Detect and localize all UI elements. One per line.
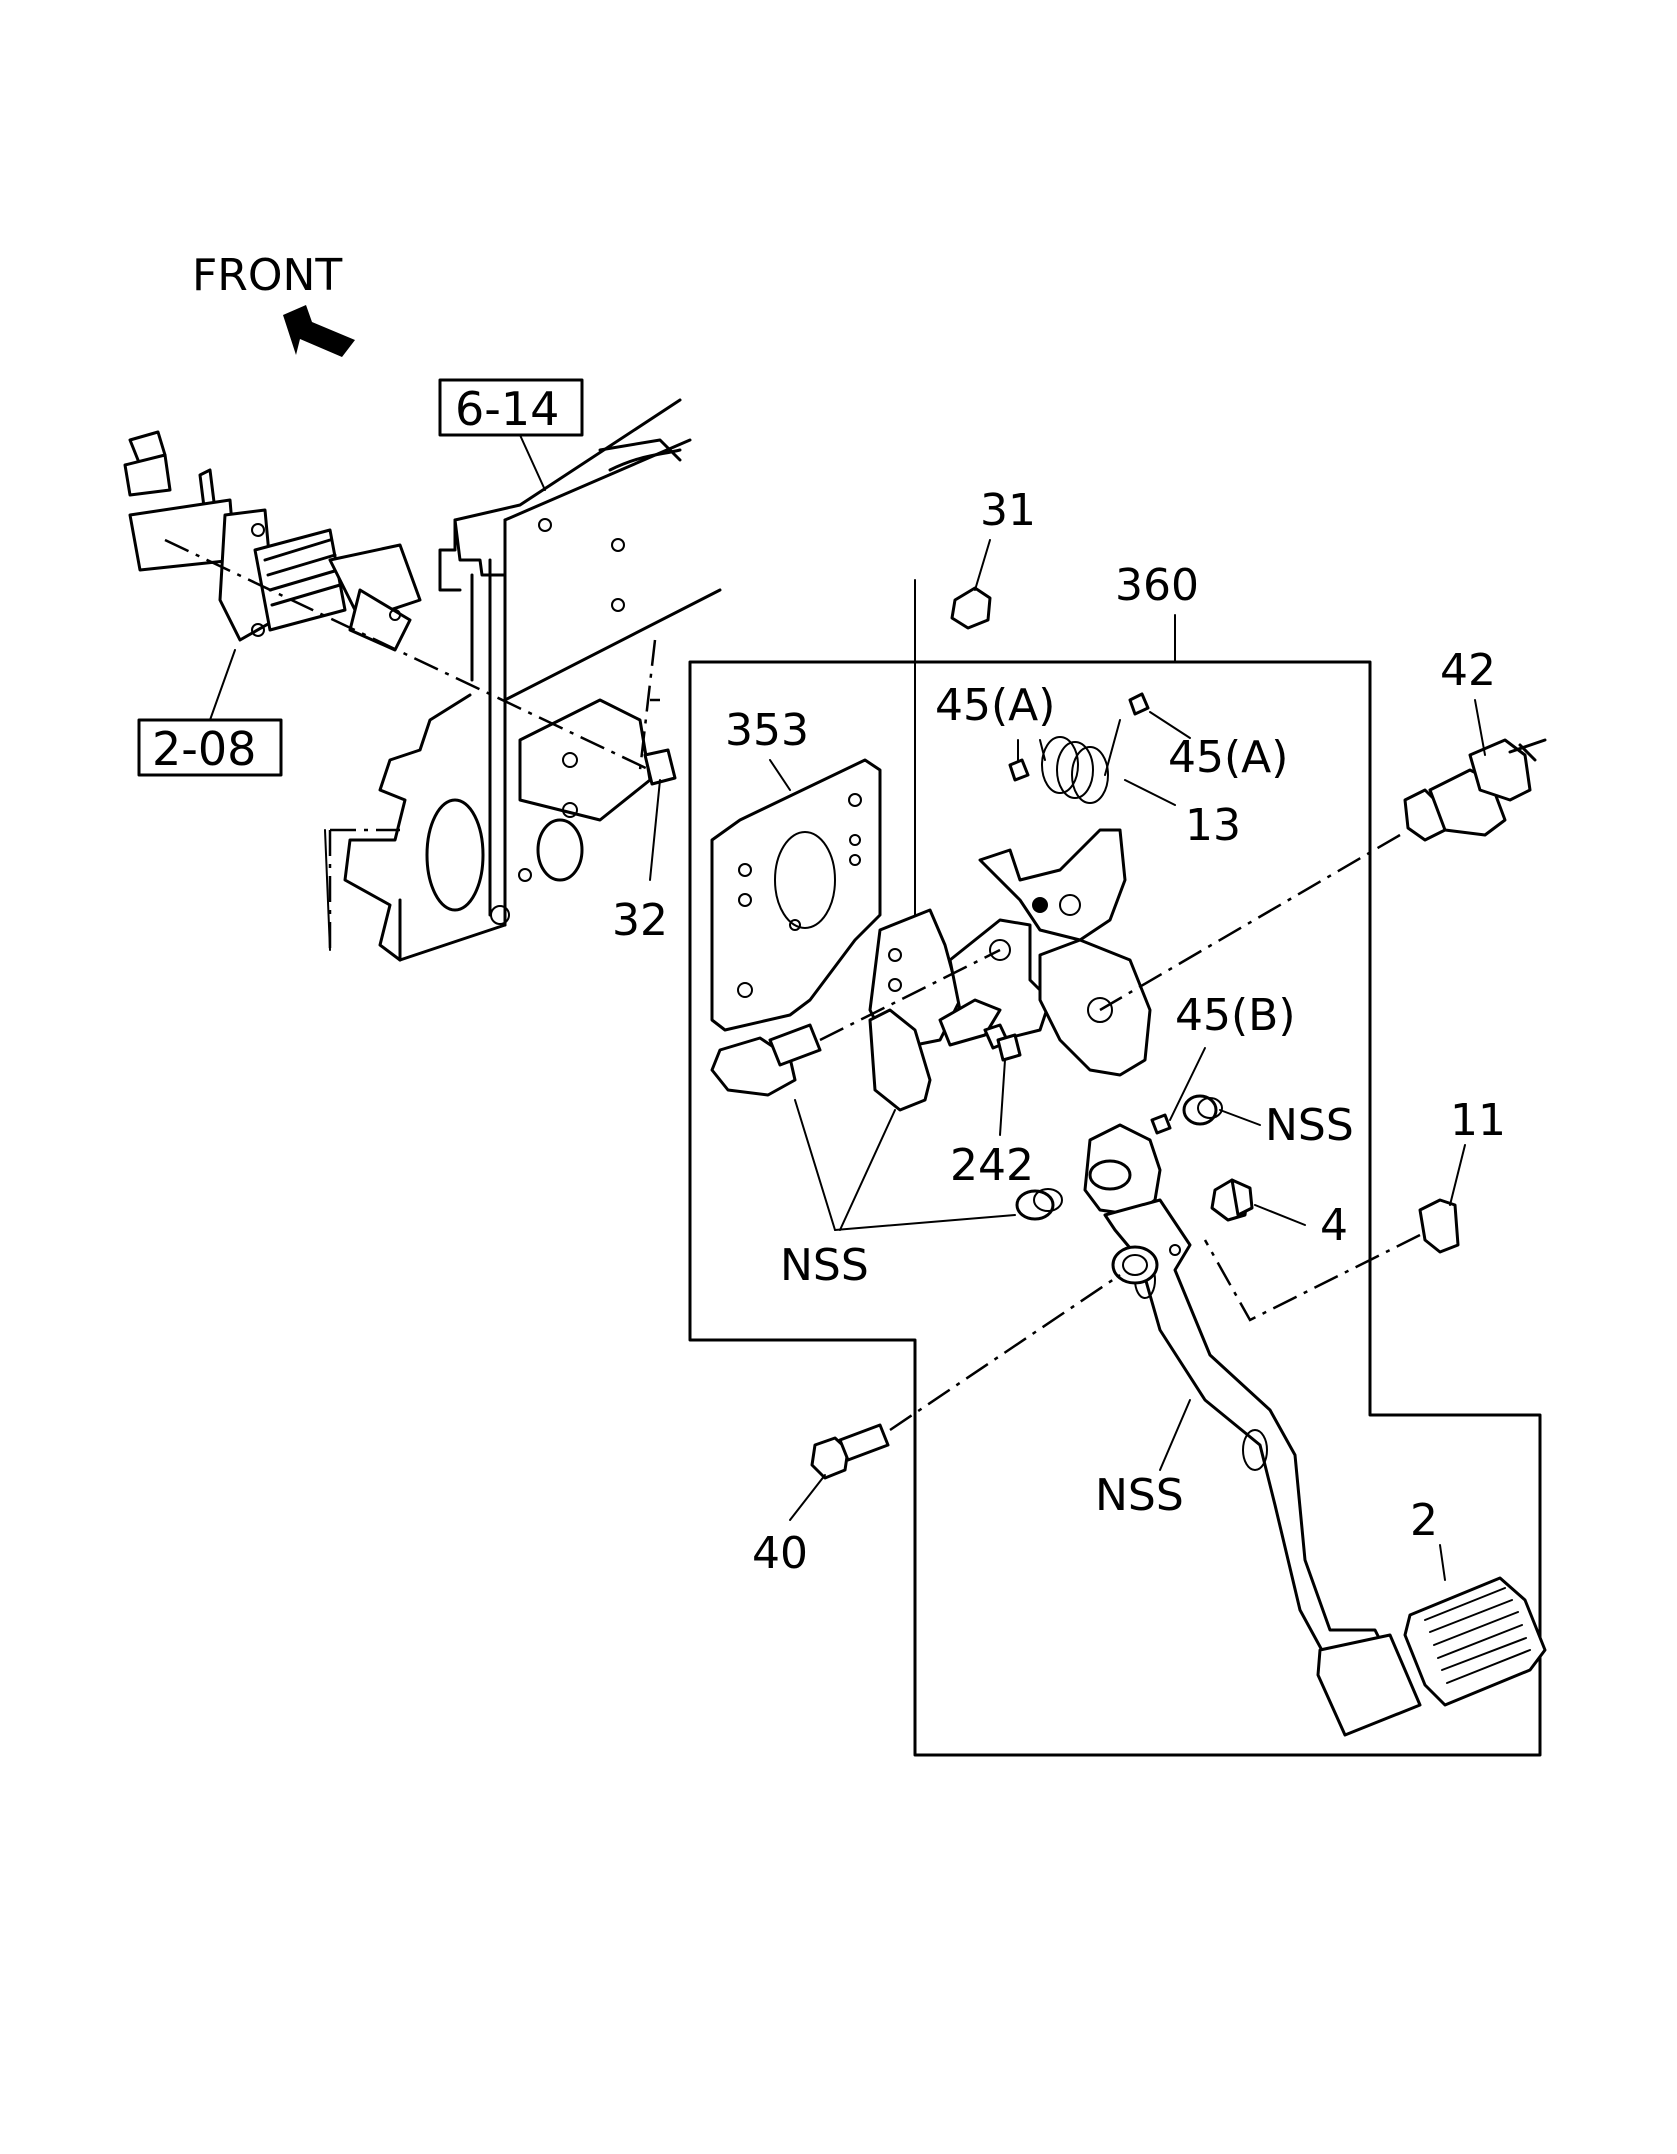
pivot-bolt: [710, 948, 1001, 1097]
part-11-clip: 11: [1203, 1095, 1506, 1322]
part-label-40: 40: [752, 1528, 808, 1579]
part-label-nss-arm: NSS: [1095, 1470, 1184, 1521]
part-label-42: 42: [1440, 645, 1496, 696]
engine-outline: [324, 398, 722, 962]
part-45a-clip-right: 45(A): [1128, 692, 1288, 783]
part-32-nut: 32: [612, 748, 677, 946]
part-label-nss-right: NSS: [1265, 1100, 1354, 1151]
part-2-pedal-pad: 2: [1403, 1495, 1547, 1707]
part-label-13: 13: [1185, 800, 1241, 851]
part-label-4: 4: [1320, 1200, 1348, 1251]
pedal-arm: NSS: [1083, 1123, 1422, 1737]
reference-label: 6-14: [455, 382, 559, 436]
part-label-32: 32: [612, 895, 668, 946]
part-45a-clip-left: 45(A): [935, 680, 1055, 782]
pedal-bracket: [868, 828, 1152, 1112]
leader-nss-right: [1219, 1109, 1261, 1126]
spring-13: 13: [1039, 719, 1241, 851]
part-31-nut: 31: [914, 485, 1036, 931]
part-label-31: 31: [980, 485, 1036, 536]
part-42-switch: 42: [1403, 645, 1547, 842]
part-label-nss-left: NSS: [780, 1240, 869, 1291]
front-arrow-icon: [283, 305, 355, 357]
part-label-45a-left: 45(A): [935, 680, 1055, 731]
bushing-nss-right: [1182, 1094, 1223, 1126]
reference-label: 2-08: [152, 722, 256, 776]
reference-box-2-08[interactable]: 2-08: [137, 649, 283, 777]
part-4-stopper: 4: [1210, 1178, 1348, 1251]
part-label-360: 360: [1115, 560, 1199, 611]
part-label-353: 353: [725, 705, 809, 756]
part-242-bolt: 242: [950, 1023, 1034, 1191]
front-label: FRONT: [192, 250, 342, 301]
reference-box-6-14[interactable]: 6-14: [438, 378, 584, 491]
slave-cylinder: [123, 430, 651, 772]
part-label-2: 2: [1410, 1495, 1438, 1546]
part-40-bolt: 40: [752, 1273, 1121, 1579]
part-45b-clip: 45(B): [1150, 990, 1296, 1135]
bushing-nss-left: [1015, 1188, 1063, 1221]
part-353-plate: 353: [710, 705, 882, 1032]
nss-leader-group: NSS: [780, 1099, 1016, 1291]
part-label-45b: 45(B): [1175, 990, 1296, 1041]
part-label-242: 242: [950, 1140, 1034, 1191]
centerline-42: [1099, 833, 1401, 1012]
part-label-11: 11: [1450, 1095, 1506, 1146]
part-label-45a-right: 45(A): [1168, 732, 1288, 783]
assembly-360-boundary: [688, 660, 1542, 1757]
